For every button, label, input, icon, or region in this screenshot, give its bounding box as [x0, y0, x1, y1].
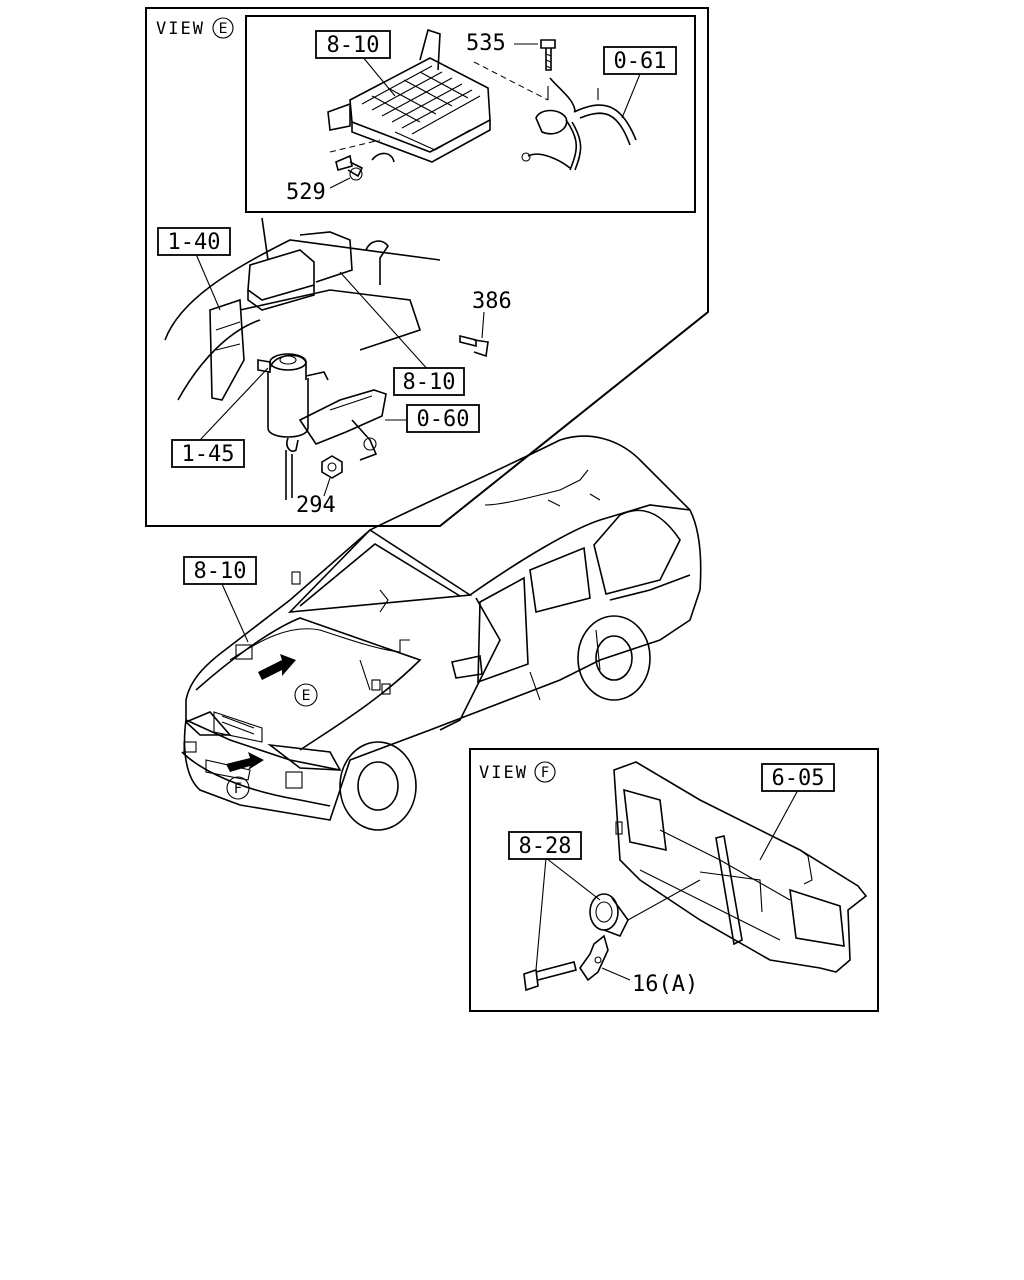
label-box-810-top	[315, 30, 391, 59]
horn-drawing	[589, 879, 701, 938]
label-060: 0-60	[417, 407, 470, 432]
label-605: 6-05	[772, 766, 825, 791]
leader-810-vehicle	[221, 583, 249, 643]
label-535: 535	[466, 31, 506, 56]
label-294: 294	[296, 493, 336, 518]
view-e-title: VIEW	[156, 19, 205, 39]
view-e-marker: E	[219, 21, 228, 37]
arrow-e-icon	[258, 654, 296, 680]
leader-061	[621, 73, 641, 119]
nut-294-drawing	[321, 455, 343, 497]
arrow-f-icon	[226, 752, 264, 772]
label-061: 0-61	[614, 49, 667, 74]
leader-605	[759, 789, 799, 861]
leader-810-top	[361, 55, 396, 97]
bolt-535-drawing	[473, 39, 556, 101]
fuse-box-inset-drawing	[327, 28, 491, 163]
arrow-f-circle	[226, 776, 250, 800]
label-529: 529	[286, 180, 326, 205]
label-box-810-mid	[393, 367, 465, 396]
radiator-support-drawing	[613, 761, 868, 973]
label-box-145	[171, 439, 245, 468]
label-box-828	[508, 831, 582, 860]
view-f-panel: VIEW F	[469, 748, 879, 1012]
view-f-frame	[469, 748, 879, 1012]
bolt-828-drawing	[523, 961, 577, 992]
vehicle-drawing: E F 8-10	[181, 435, 702, 831]
label-box-061	[603, 46, 677, 75]
bolt-386-drawing	[459, 311, 489, 358]
leader-828-bolt	[535, 857, 547, 971]
label-810-vehicle: 8-10	[194, 559, 247, 584]
view-f-marker: F	[541, 765, 549, 781]
label-145: 1-45	[182, 442, 235, 467]
label-810-top: 8-10	[327, 33, 380, 58]
view-f-marker-circle	[534, 761, 556, 783]
view-e-marker-circle	[212, 17, 234, 39]
harness-061-drawing	[521, 77, 637, 171]
label-828: 8-28	[519, 834, 572, 859]
arrow-f-marker: F	[234, 781, 242, 797]
view-f-title: VIEW	[479, 763, 528, 783]
label-386: 386	[472, 289, 512, 314]
leader-828-horn	[545, 857, 601, 901]
label-box-810-vehicle	[183, 556, 257, 585]
label-box-605	[761, 763, 835, 792]
arrow-e-marker: E	[302, 688, 311, 704]
bolt-529-drawing	[329, 154, 364, 189]
leader-140	[195, 253, 221, 311]
label-810-mid: 8-10	[403, 370, 456, 395]
label-16a: 16(A)	[632, 972, 698, 997]
engine-bay-drawing	[164, 217, 441, 500]
leader-810-mid	[339, 271, 431, 373]
label-box-140	[157, 227, 231, 256]
bracket-16a-drawing	[579, 934, 631, 982]
label-140: 1-40	[168, 230, 221, 255]
view-e-panel: VIEW E	[145, 7, 709, 527]
arrow-e-circle	[294, 683, 318, 707]
leader-145	[199, 367, 269, 441]
label-box-060	[406, 404, 480, 433]
